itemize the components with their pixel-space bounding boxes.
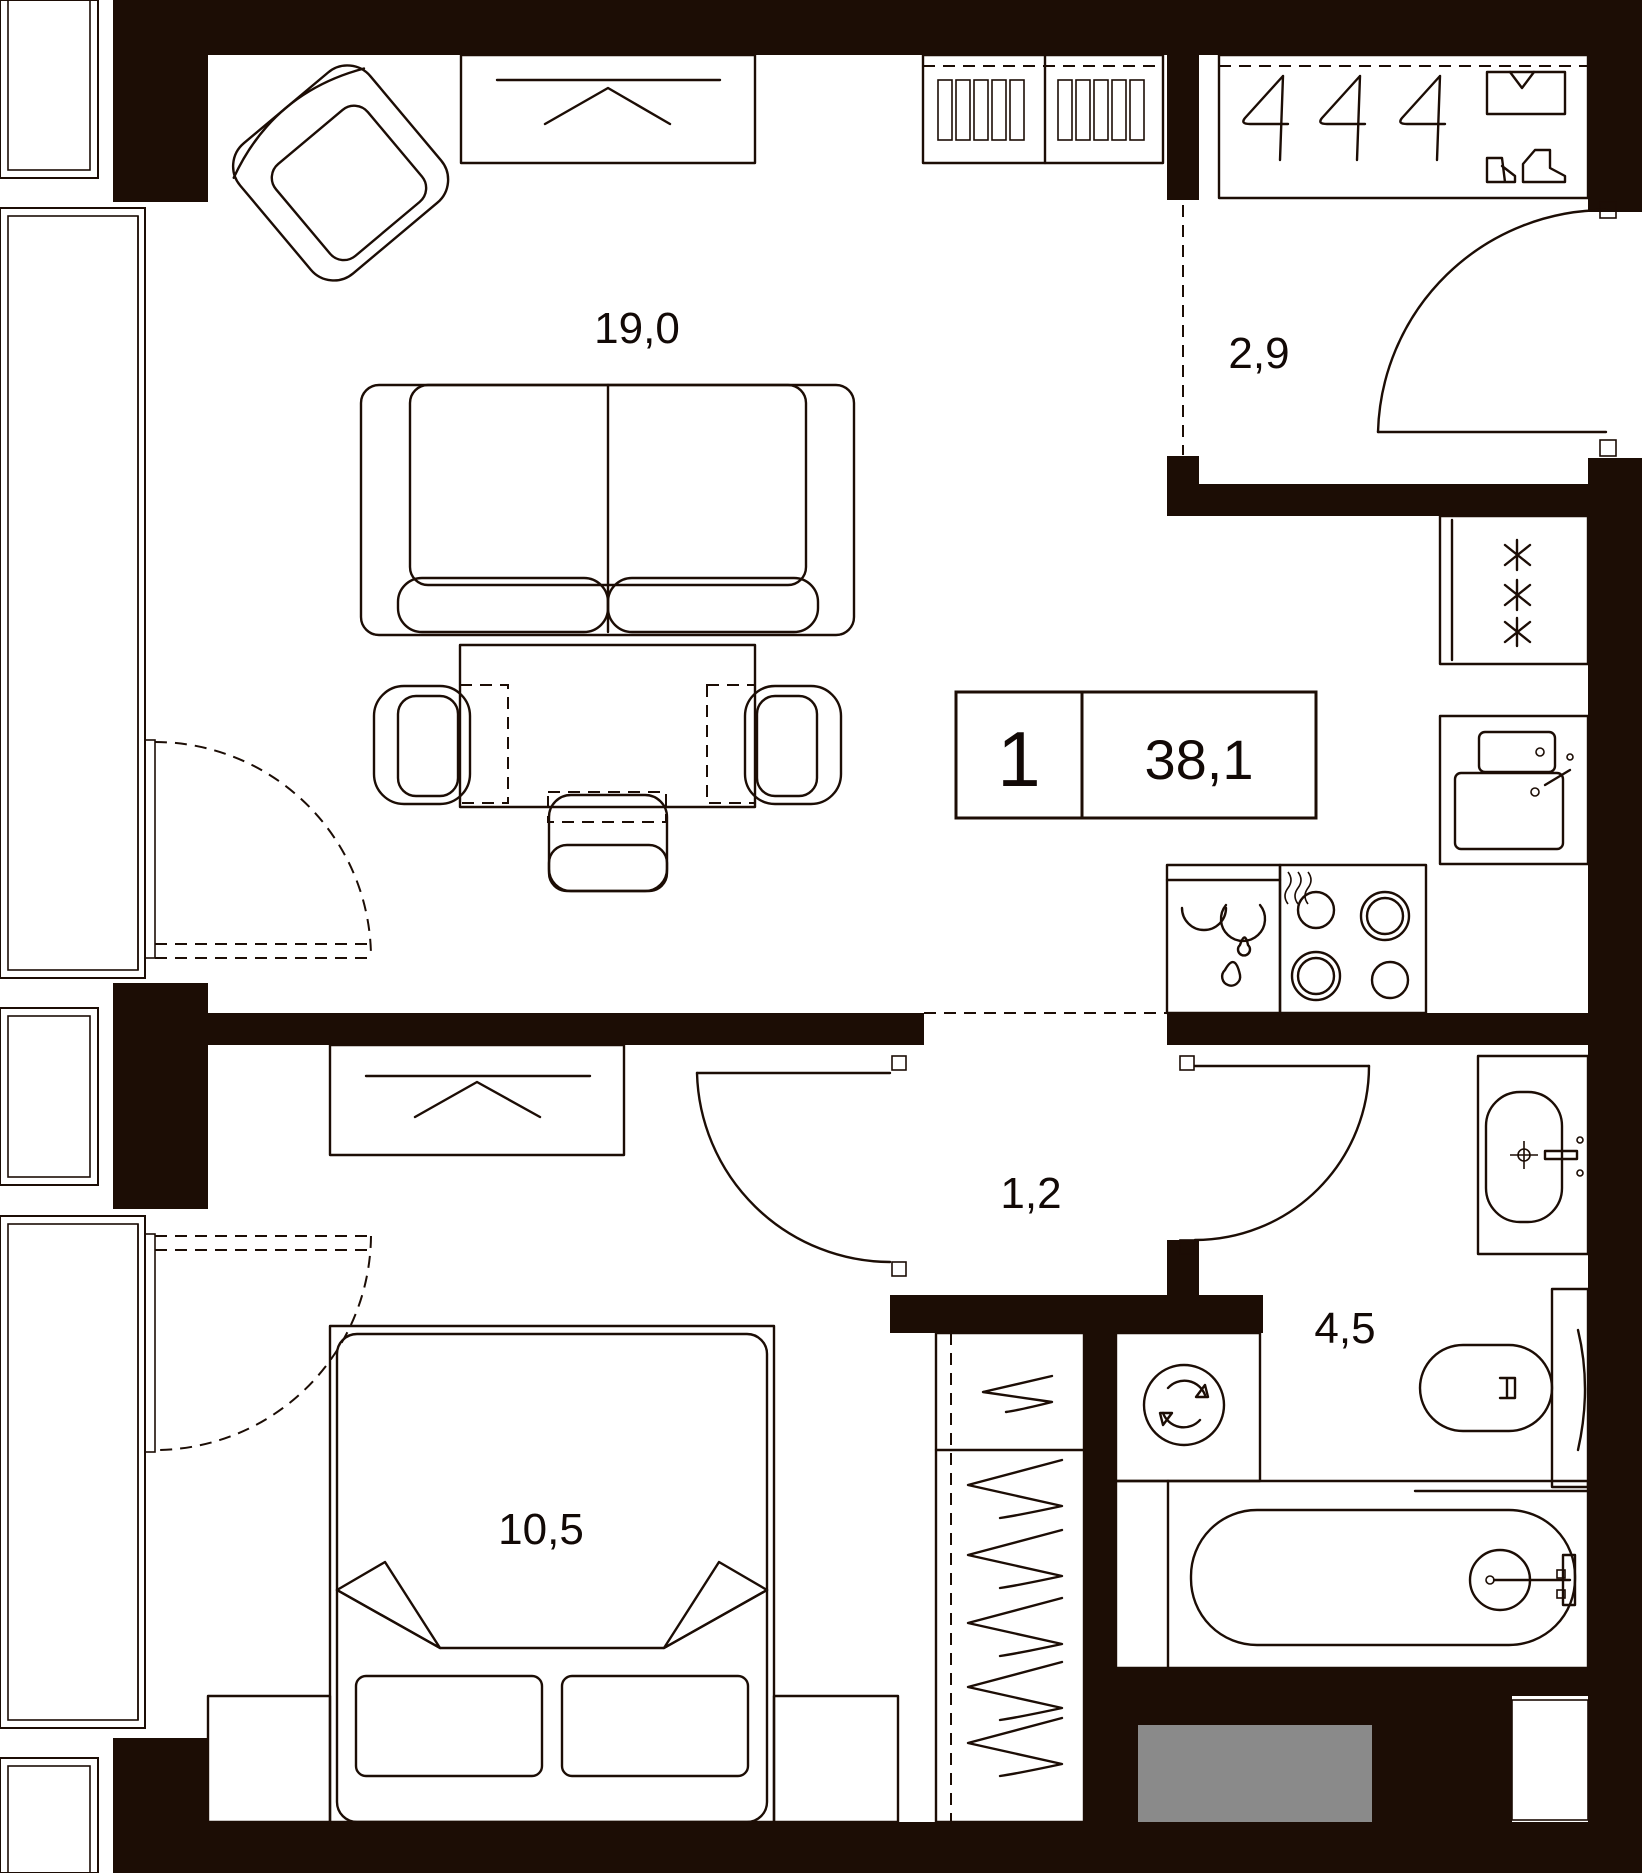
hallway-area: 2,9 — [1228, 329, 1289, 378]
bedroom-window — [0, 1215, 146, 1729]
sofa-icon — [359, 383, 856, 637]
corridor-area: 1,2 — [1000, 1169, 1061, 1218]
fridge-icon — [1438, 514, 1590, 666]
window-frame-top — [0, 0, 99, 179]
bathroom-door — [1179, 1055, 1371, 1255]
bedroom-door — [695, 1055, 907, 1277]
bathroom-sink-icon — [1476, 1054, 1590, 1256]
window-frame-middle — [0, 1007, 99, 1186]
dining-chair-right-icon — [743, 684, 843, 806]
window-frame-bottom-inner — [7, 1765, 91, 1873]
tv-console-icon — [459, 53, 757, 165]
wall-bath-bottom — [1084, 1668, 1642, 1696]
wall-top — [113, 0, 1642, 55]
shaft-grey — [1138, 1725, 1372, 1822]
wall-left-pier-top — [113, 0, 208, 202]
bedroom-dresser-icon — [328, 1043, 626, 1157]
dining-chair-bottom-icon — [547, 793, 669, 893]
bedroom-area: 10,5 — [498, 1505, 584, 1554]
wall-right-top — [1588, 0, 1642, 212]
hallway-wardrobe-icon — [1217, 53, 1590, 200]
kitchen-sink-icon — [1438, 714, 1590, 866]
dining-table-icon — [458, 643, 757, 823]
entrance-door — [1376, 201, 1617, 457]
dining-chair-left-icon — [372, 684, 472, 806]
wall-living-bedroom — [113, 1013, 924, 1045]
living-room-area: 19,0 — [594, 304, 680, 353]
walls — [113, 0, 1642, 1873]
wall-corridor-bottom — [890, 1295, 1263, 1333]
toilet-icon — [1418, 1287, 1590, 1489]
shaft-opening-outline — [1511, 1699, 1589, 1821]
room-count: 1 — [997, 715, 1040, 803]
bookshelf-icon — [921, 53, 1165, 165]
wall-corridor-right-stub — [1167, 1240, 1199, 1333]
window-frame-middle-inner — [7, 1015, 91, 1178]
wall-bath-left — [1084, 1295, 1116, 1873]
shaft-opening — [1512, 1696, 1588, 1822]
bathtub-icon — [1114, 1479, 1590, 1670]
wall-right — [1588, 458, 1642, 1873]
total-area: 38,1 — [1145, 728, 1254, 791]
wall-bottom — [113, 1822, 1642, 1873]
window-frame-bottom — [0, 1757, 99, 1873]
bedroom-wardrobe-icon — [934, 1331, 1086, 1824]
double-bed-icon — [206, 1324, 900, 1824]
apartment-summary-badge: 1 38,1 — [954, 690, 1318, 820]
armchair-icon — [231, 64, 450, 282]
dishwasher-icon — [1165, 863, 1282, 1015]
wall-hall-kitchen — [1167, 484, 1588, 516]
balcony-door-bedroom — [144, 1233, 372, 1453]
wall-hall-top — [1167, 0, 1199, 200]
living-room-window — [0, 207, 146, 979]
balcony-door-living — [144, 739, 372, 959]
bathroom-area: 4,5 — [1314, 1304, 1375, 1353]
window-frame-top-inner — [7, 0, 91, 171]
washing-machine-icon — [1114, 1331, 1262, 1483]
cooktop-icon — [1278, 863, 1428, 1015]
wall-kitchen-bath — [1167, 1013, 1588, 1045]
window-frames — [0, 0, 146, 1873]
